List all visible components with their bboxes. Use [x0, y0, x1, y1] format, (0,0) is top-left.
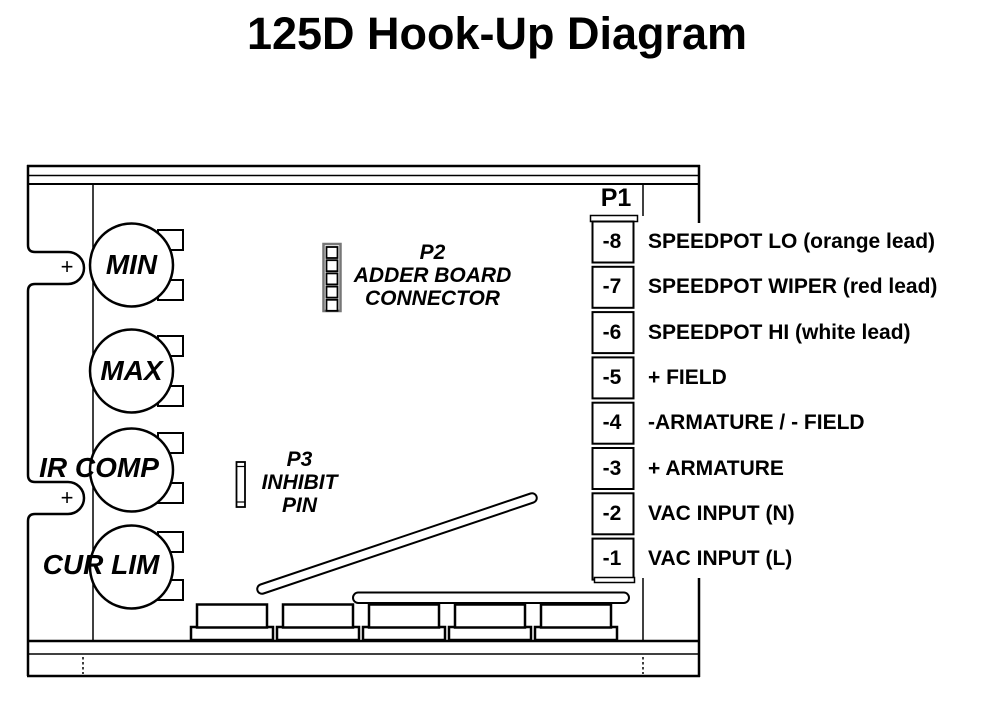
pot-max	[88, 328, 175, 414]
inhibit-pin	[235, 461, 246, 508]
pin-number: -5	[602, 366, 622, 389]
bottom-terminals	[189, 603, 619, 642]
potentiometers	[88, 222, 184, 610]
plus-mark-1: +	[60, 254, 74, 279]
pot-label-max: MAX	[100, 355, 163, 386]
chassis-outline	[26, 164, 701, 678]
pin-label: SPEEDPOT HI (white lead)	[648, 321, 911, 344]
page-title: 125D Hook-Up Diagram	[246, 8, 748, 59]
p3-line2: PIN	[281, 494, 317, 517]
pin-number: -6	[602, 321, 622, 344]
pin-number: -7	[602, 275, 622, 298]
p3-pin-label: P3 INHIBIT PIN	[222, 448, 377, 517]
pin-label: VAC INPUT (L)	[648, 547, 793, 570]
p2-connector-label: P2 ADDER BOARD CONNECTOR	[330, 241, 535, 310]
pin-label: VAC INPUT (N)	[648, 502, 795, 525]
pot-label-min: MIN	[105, 249, 158, 280]
pot-label-ircomp: IR COMP	[39, 452, 159, 483]
pin-label: + FIELD	[648, 366, 727, 389]
diagonal-component	[256, 492, 538, 595]
left-border-with-pockets	[26, 165, 86, 676]
plus-mark-2: +	[60, 485, 74, 510]
pin-label: SPEEDPOT LO (orange lead)	[648, 230, 936, 253]
pin-number: -2	[602, 502, 622, 525]
p2-connector	[322, 242, 342, 313]
pin-label: SPEEDPOT WIPER (red lead)	[648, 275, 938, 298]
p3-name: P3	[286, 448, 313, 471]
bus-bar	[352, 591, 630, 604]
pin-number: -4	[602, 411, 622, 434]
p1-header: P1	[600, 184, 632, 212]
p1-terminal-strip	[589, 214, 639, 584]
p2-line2: CONNECTOR	[365, 287, 500, 310]
pot-min	[88, 222, 175, 308]
pin-label: -ARMATURE / - FIELD	[648, 411, 865, 434]
pin-number: -8	[602, 230, 622, 253]
p2-line1: ADDER BOARD	[353, 264, 512, 287]
pin-label: + ARMATURE	[648, 457, 784, 480]
pot-label-curlim: CUR LIM	[42, 549, 160, 580]
p3-line1: INHIBIT	[261, 471, 338, 494]
pin-number: -1	[602, 547, 622, 570]
pin-number: -3	[602, 457, 622, 480]
pot-ircomp	[88, 427, 175, 513]
p2-name: P2	[419, 241, 446, 264]
pot-curlim	[88, 524, 175, 610]
